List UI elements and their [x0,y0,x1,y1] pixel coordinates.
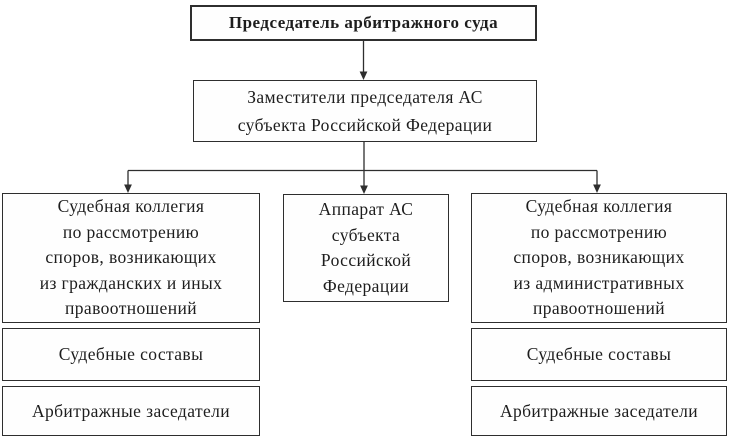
node-civil-arbitration-assessors: Арбитражные заседатели [2,386,260,436]
node-civil-college-line: по рассмотрению [62,221,200,242]
node-apparatus-line: Российской [320,250,412,270]
node-civil-college-line: из гражданских и иных [39,272,223,293]
arrowhead-left-icon [124,184,132,193]
node-admin-judicial-panels-label: Судебные составы [526,344,672,364]
node-civil-arbitration-assessors-label: Арбитражные заседатели [31,400,231,421]
node-deputies-line: субъекта Российской Федерации [237,115,493,135]
node-apparatus-line: Аппарат АС [318,199,414,219]
node-admin-college-line: по рассмотрению [530,221,668,242]
node-apparatus: Аппарат АС субъекта Российской Федерации [283,194,449,302]
arrowhead-right-icon [593,184,601,193]
node-admin-college-line: из административных [513,272,685,293]
node-admin-college-line: Судебная коллегия [525,196,673,217]
node-civil-college-line: Судебная коллегия [57,196,205,217]
node-civil-judicial-panels-label: Судебные составы [58,344,204,364]
node-apparatus-line: Федерации [322,275,410,296]
node-admin-college-line: правоотношений [533,298,665,319]
node-apparatus-line: субъекта [331,224,401,245]
node-civil-college: Судебная коллегия по рассмотрению споров… [2,193,260,323]
node-admin-college: Судебная коллегия по рассмотрению споров… [471,193,727,323]
node-deputies: Заместители председателя АС субъекта Рос… [193,80,537,142]
node-chairman-label: Председатель арбитражного суда [228,13,499,32]
node-admin-arbitration-assessors-label: Арбитражные заседатели [499,400,699,421]
node-deputies-line: Заместители председателя АС [247,87,483,107]
node-civil-college-line: правоотношений [65,298,197,319]
node-admin-judicial-panels: Судебные составы [471,328,727,381]
arrowhead-middle-icon [360,185,368,194]
node-civil-judicial-panels: Судебные составы [2,328,260,381]
node-admin-college-line: споров, возникающих [513,247,685,268]
node-admin-arbitration-assessors: Арбитражные заседатели [471,386,727,436]
node-civil-college-line: споров, возникающих [45,247,217,268]
node-chairman: Председатель арбитражного суда [190,5,537,41]
arrowhead-deputies-icon [359,71,368,80]
